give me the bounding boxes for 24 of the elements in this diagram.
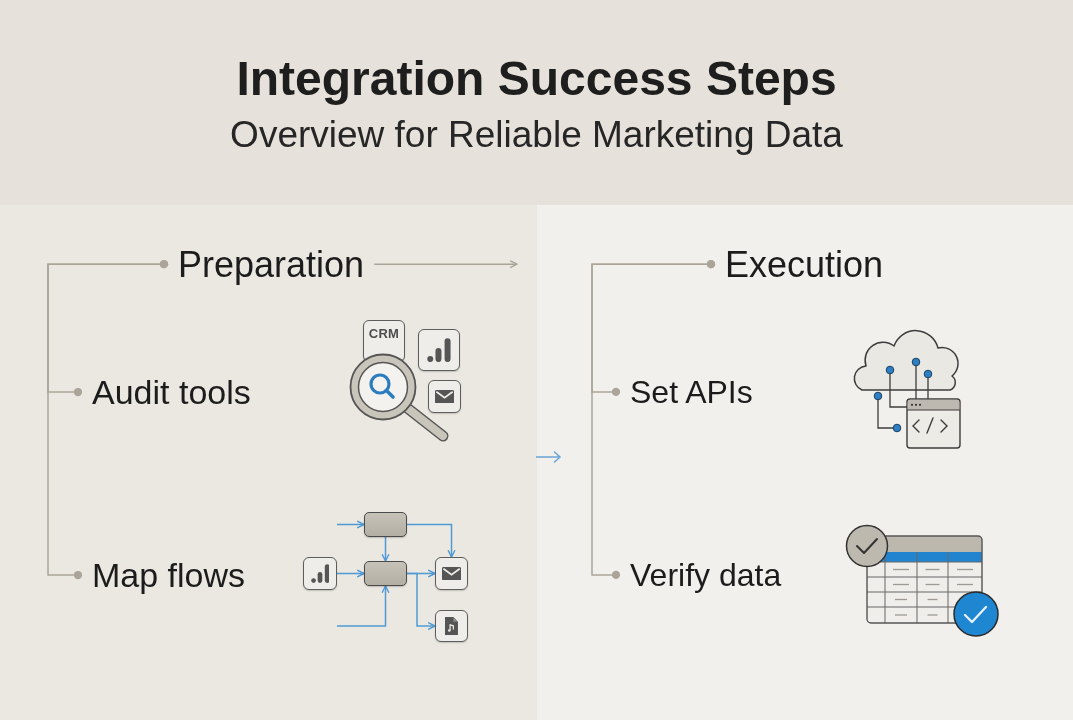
section-heading: Execution (723, 243, 886, 285)
arrow (336, 569, 365, 578)
tool-tile (303, 557, 337, 590)
tool-tile (435, 610, 468, 642)
step-label: Set APIs (628, 373, 755, 411)
tool-tile (418, 329, 460, 371)
arrow (381, 536, 390, 562)
arrow (406, 572, 436, 630)
tool-tile (435, 557, 468, 590)
arrow (406, 523, 456, 558)
step-label: Map flows (90, 555, 248, 595)
arrow (336, 520, 365, 529)
connector-line (47, 260, 169, 580)
step-label: Audit tools (90, 372, 253, 412)
arrow (373, 260, 518, 269)
section-heading: Preparation (176, 243, 367, 285)
tool-tile (428, 380, 461, 413)
process-box (364, 561, 407, 586)
arrow (336, 585, 390, 627)
title: Integration Success Steps (236, 51, 837, 107)
step-label: Verify data (628, 556, 784, 594)
process-box (364, 512, 407, 537)
connector-line (591, 260, 716, 580)
subtitle: Overview for Reliable Marketing Data (230, 114, 843, 157)
